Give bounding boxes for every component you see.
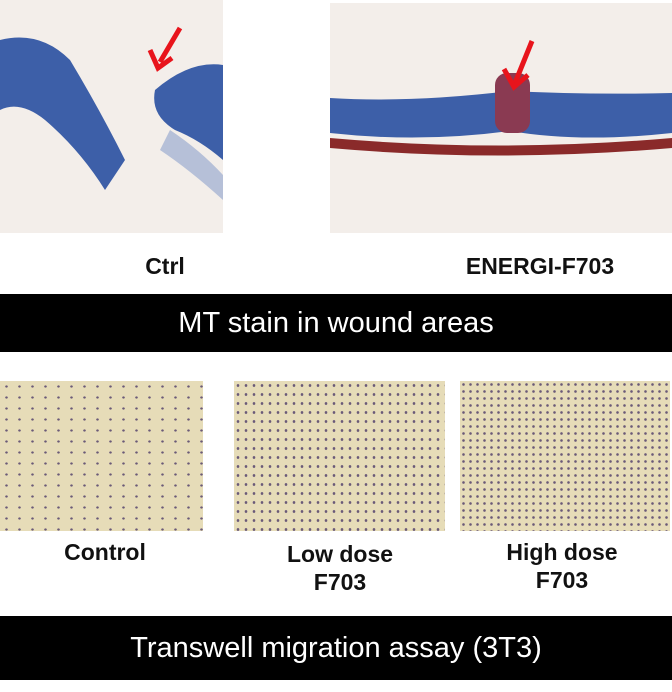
f703-mt-stain-image — [330, 3, 672, 233]
ctrl-mt-stain-image — [0, 0, 223, 233]
low-dose-transwell-image — [234, 381, 445, 531]
high-dose-transwell-image — [460, 381, 670, 531]
label-line: Control — [64, 539, 146, 565]
label-line: High dose — [506, 539, 618, 565]
f703-label: ENERGI-F703 — [465, 253, 615, 279]
control-label: Control — [20, 538, 190, 566]
control-transwell-image — [0, 381, 203, 531]
label-line: F703 — [313, 569, 367, 595]
arrow-icon — [147, 26, 183, 72]
transwell-banner: Transwell migration assay (3T3) — [0, 616, 672, 680]
label-line: Low dose — [286, 541, 394, 567]
arrow-icon — [501, 40, 535, 91]
ctrl-label: Ctrl — [145, 253, 185, 279]
mt-stain-banner: MT stain in wound areas — [0, 294, 672, 352]
label-line: F703 — [535, 567, 589, 593]
